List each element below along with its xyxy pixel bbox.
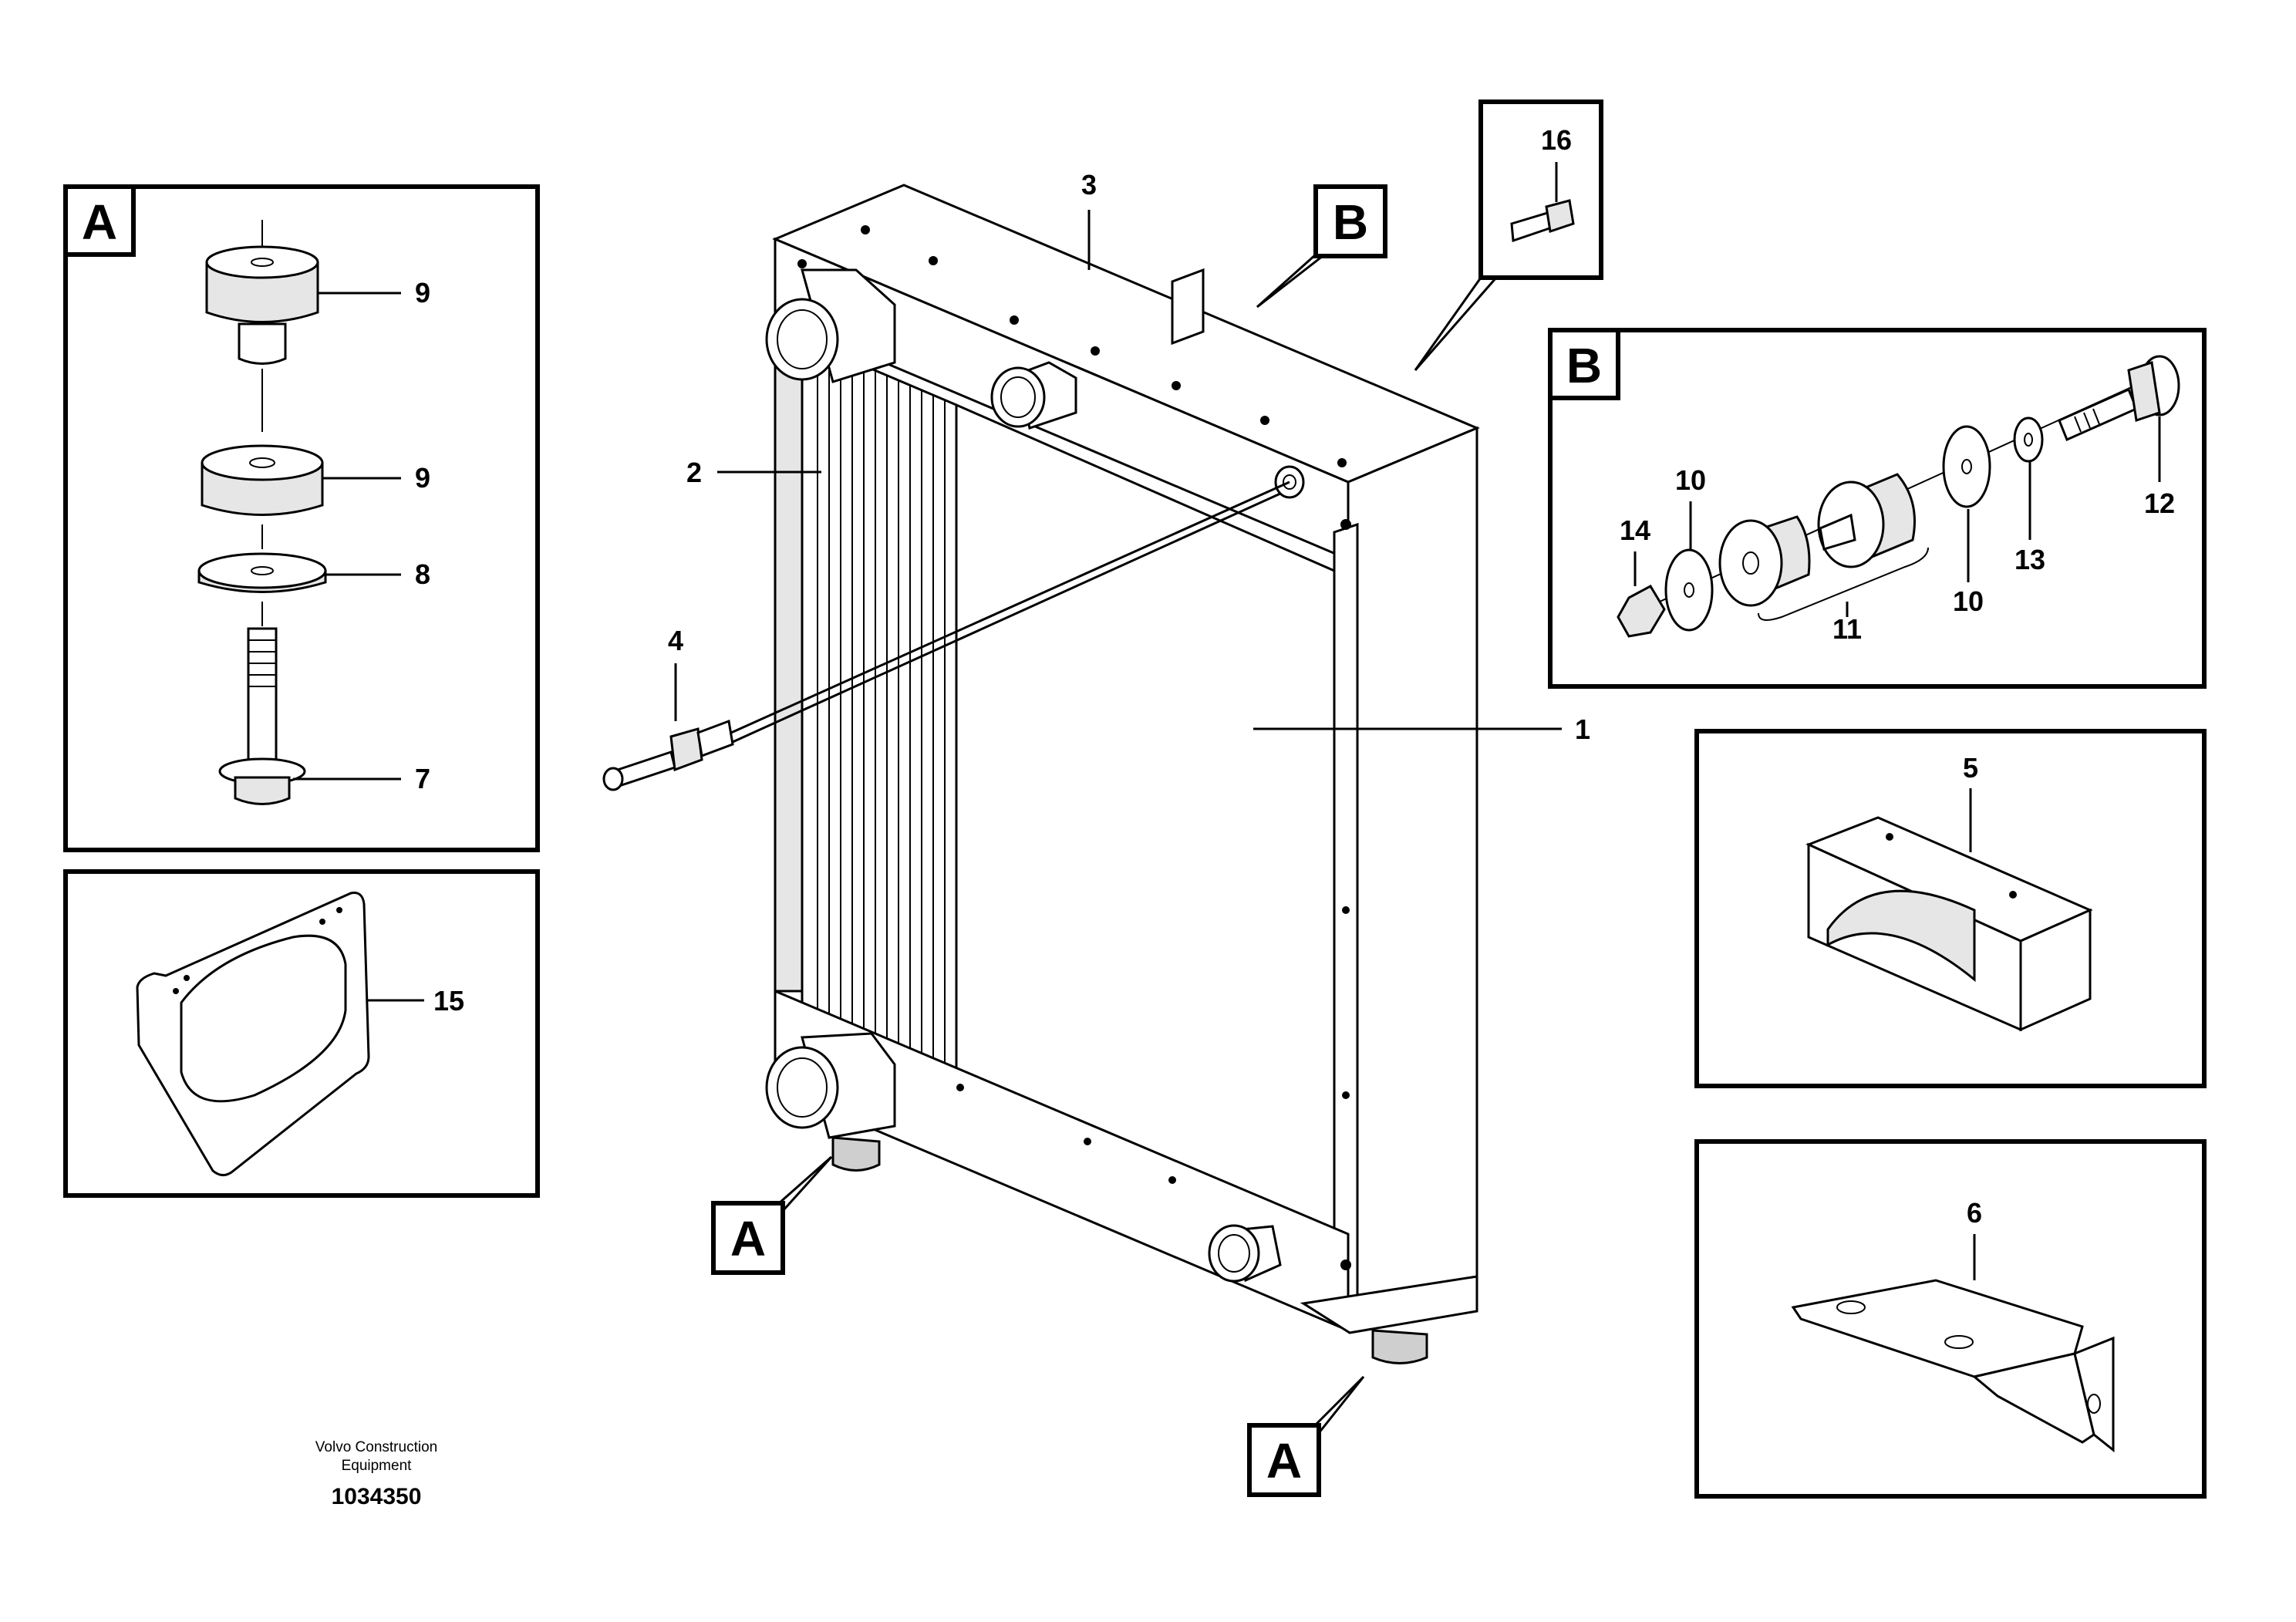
- panel-clamp-frame: [1694, 729, 2207, 1088]
- pointer-b: B: [1256, 184, 1387, 309]
- pointer-b-tag: B: [1333, 194, 1368, 250]
- callout-15: 15: [433, 985, 464, 1017]
- callout-5: 5: [1963, 752, 1978, 784]
- detail-panel-gasket: 15: [63, 869, 540, 1198]
- callout-14: 14: [1620, 514, 1650, 546]
- mount-foot: [1371, 1329, 1428, 1364]
- rubber-mount-upper: [205, 220, 319, 432]
- callout-9-lower: 9: [415, 462, 430, 494]
- callout-3: 3: [1081, 169, 1097, 201]
- radiator-assembly: [765, 184, 1480, 1364]
- detail-panel-a: A: [63, 184, 540, 852]
- detail-panel-bracket: 6: [1694, 1139, 2207, 1499]
- detail-panel-b: B 14 10 11 10: [1548, 328, 2207, 689]
- flange-bolt: [218, 627, 306, 805]
- callout-13: 13: [2014, 544, 2045, 575]
- footer: Volvo Construction Equipment 1034350: [315, 1439, 437, 1509]
- detail-panel-clamp: 5: [1694, 729, 2207, 1088]
- callout-7: 7: [415, 763, 430, 794]
- pointer-a-right-tag: A: [1266, 1433, 1302, 1489]
- callout-16: 16: [1541, 124, 1572, 156]
- pointer-a-left-tag: A: [730, 1211, 766, 1266]
- callout-1: 1: [1575, 713, 1590, 745]
- callout-10-left: 10: [1675, 464, 1706, 496]
- panel-a-tag: A: [82, 194, 117, 250]
- callout-2: 2: [686, 457, 702, 488]
- lower-left-inlet: [765, 1032, 896, 1172]
- panel-gasket-frame: [63, 869, 540, 1198]
- credit-line-1: Volvo Construction: [315, 1439, 437, 1455]
- callout-8: 8: [415, 558, 430, 590]
- callout-6: 6: [1967, 1197, 1982, 1229]
- upper-middle-outlet: [990, 361, 1077, 430]
- lower-right-outlet: [1208, 1224, 1282, 1283]
- pointer-a-left: A: [711, 1155, 833, 1275]
- temperature-sensor: [602, 481, 1290, 791]
- washer: [197, 552, 327, 626]
- detail-panel-bolt: 16: [1414, 99, 1603, 371]
- callout-10-right: 10: [1953, 585, 1984, 617]
- pointer-a-right: A: [1247, 1375, 1365, 1497]
- core-fins: [817, 347, 946, 1067]
- panel-b-frame: [1548, 328, 2207, 689]
- callout-12: 12: [2144, 487, 2175, 519]
- document-number: 1034350: [332, 1484, 422, 1509]
- callout-4: 4: [668, 625, 683, 656]
- frame-holes: [797, 225, 1351, 1270]
- callout-9-upper: 9: [415, 277, 430, 309]
- callout-11: 11: [1832, 613, 1862, 645]
- panel-bolt-frame: [1478, 99, 1603, 280]
- panel-a-frame: [63, 184, 540, 852]
- panel-bracket-frame: [1694, 1139, 2207, 1499]
- panel-a-tag-box: [63, 184, 136, 257]
- credit-line-2: Equipment: [342, 1458, 413, 1474]
- panel-b-tag-box: [1548, 328, 1620, 400]
- panel-b-tag: B: [1566, 338, 1602, 393]
- right-side-tank: [1347, 426, 1478, 1333]
- upper-left-inlet: [765, 268, 896, 383]
- rubber-mount-lower: [201, 444, 324, 549]
